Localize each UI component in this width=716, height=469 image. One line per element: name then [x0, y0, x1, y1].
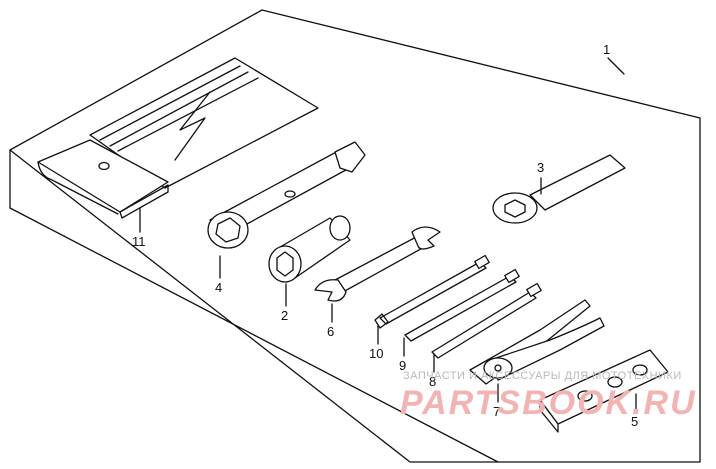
callout-7: 7	[493, 404, 500, 419]
callout-3: 3	[537, 160, 544, 175]
spanner-3	[492, 154, 626, 224]
screwdriver-9	[404, 268, 520, 342]
screwdriver-10	[374, 254, 490, 329]
watermark-brand: PARTSBOOK.RU	[400, 384, 697, 422]
callout-2: 2	[281, 308, 288, 323]
box-spanner-5	[539, 349, 669, 433]
combination-wrench-4	[207, 141, 366, 249]
open-end-wrench-6	[314, 226, 441, 302]
callout-9: 9	[399, 358, 406, 373]
socket-wrench-2	[268, 215, 351, 283]
pliers-7	[469, 299, 605, 385]
screwdriver-8	[431, 282, 542, 359]
callout-8: 8	[429, 374, 436, 389]
leader-1	[607, 57, 625, 75]
watermark-caption: ЗАПЧАСТИ И АКСЕССУАРЫ ДЛЯ МОТОТЕХНИКИ	[403, 370, 682, 382]
callout-1: 1	[603, 42, 610, 57]
callout-5: 5	[631, 414, 638, 429]
callout-11: 11	[132, 234, 146, 249]
callout-10: 10	[369, 346, 383, 361]
tool-bag	[37, 57, 319, 219]
kit-outline	[9, 9, 701, 463]
callout-4: 4	[215, 280, 222, 295]
callout-6: 6	[327, 324, 334, 339]
